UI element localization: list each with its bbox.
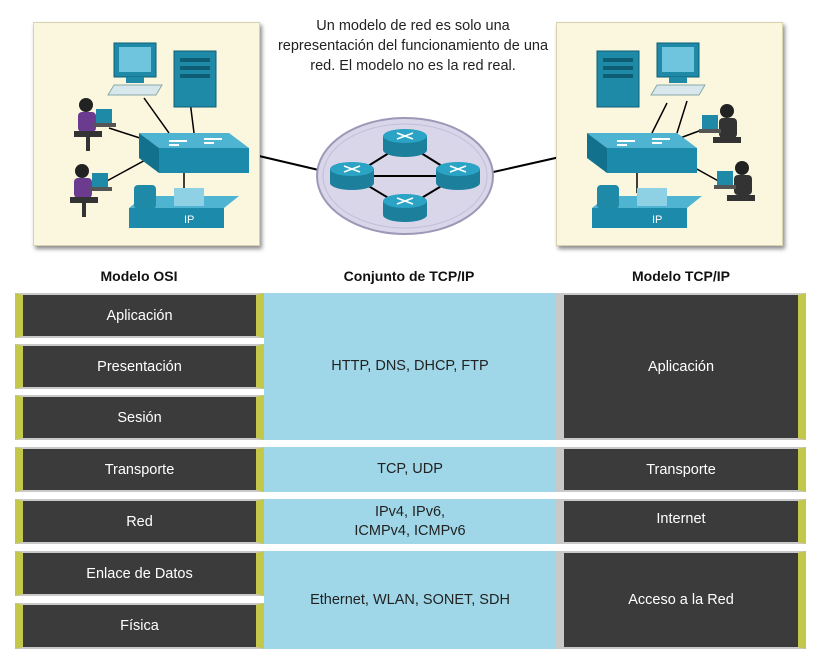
tcpip-layer-label: Acceso a la Red [628, 592, 734, 608]
band-network-protocols: IPv4, IPv6, ICMPv4, ICMPv6 [264, 499, 556, 544]
osi-heading: Modelo OSI [100, 268, 178, 284]
left-lan-panel: IP [33, 22, 260, 246]
server-icon [173, 50, 217, 108]
network-protocols-line1: IPv4, IPv6, [374, 503, 446, 520]
suite-heading: Conjunto de TCP/IP [343, 268, 475, 284]
tcpip-layer-label: Aplicación [647, 358, 715, 375]
phone-ip-label: IP [184, 214, 194, 226]
server-icon [596, 50, 640, 108]
transport-protocols-text: TCP, UDP [377, 461, 443, 477]
switch-icon [587, 133, 697, 173]
router-icon [383, 194, 427, 222]
tcpip-layer-network-access: Acceso a la Red [556, 551, 806, 649]
band-transport-protocols: TCP, UDP [264, 447, 556, 492]
osi-layer-label: Física [120, 618, 159, 634]
router-icon [436, 162, 480, 190]
desktop-computer-icon [107, 42, 163, 96]
osi-layer-label: Sesión [117, 409, 162, 426]
osi-layer-label: Red [126, 513, 153, 530]
osi-layer-application: Aplicación [15, 293, 264, 338]
right-lan-devices: IP [587, 42, 755, 228]
tcpip-layer-internet: Internet [556, 499, 806, 544]
desktop-computer-icon [650, 42, 706, 96]
switch-icon [139, 133, 249, 173]
tcpip-layer-label: Transporte [646, 461, 716, 478]
osi-layer-label: Transporte [104, 461, 175, 478]
user-at-desk-icon [74, 98, 116, 151]
tcpip-heading: Modelo TCP/IP [632, 268, 730, 284]
router-icon [330, 162, 374, 190]
user-at-desk-icon [714, 161, 755, 201]
osi-layer-presentation: Presentación [15, 344, 264, 389]
right-lan-panel: IP [556, 22, 783, 246]
router-icon [383, 129, 427, 157]
osi-layer-label: Presentación [97, 358, 182, 375]
band-application-protocols: HTTP, DNS, DHCP, FTP [264, 293, 556, 440]
tcpip-layer-application: Aplicación [556, 293, 806, 440]
ip-phone-icon: IP [592, 185, 702, 228]
osi-layer-transport: Transporte [15, 447, 264, 492]
wan-cloud [316, 117, 494, 235]
access-protocols-text: Ethernet, WLAN, SONET, SDH [310, 591, 510, 608]
model-caption: Un modelo de red es solo una representac… [277, 18, 549, 74]
osi-layer-physical: Física [15, 603, 264, 649]
app-protocols-text: HTTP, DNS, DHCP, FTP [331, 358, 489, 374]
band-access-protocols: Ethernet, WLAN, SONET, SDH [264, 551, 556, 649]
user-at-desk-icon [70, 164, 112, 217]
network-illustration [224, 117, 601, 235]
osi-layer-data-link: Enlace de Datos [15, 551, 264, 596]
network-protocols-line2: ICMPv4, ICMPv6 [354, 522, 466, 539]
phone-ip-label: IP [652, 214, 662, 226]
osi-layer-label: Enlace de Datos [86, 565, 193, 582]
osi-layer-label: Aplicación [106, 307, 173, 324]
left-lan-devices: IP [70, 42, 249, 228]
osi-layer-network: Red [15, 499, 264, 544]
tcpip-layer-label: Internet [656, 511, 706, 527]
tcpip-layer-transport: Transporte [556, 447, 806, 492]
osi-layer-session: Sesión [15, 395, 264, 440]
ip-phone-icon: IP [129, 185, 239, 228]
user-at-desk-icon [699, 104, 741, 143]
